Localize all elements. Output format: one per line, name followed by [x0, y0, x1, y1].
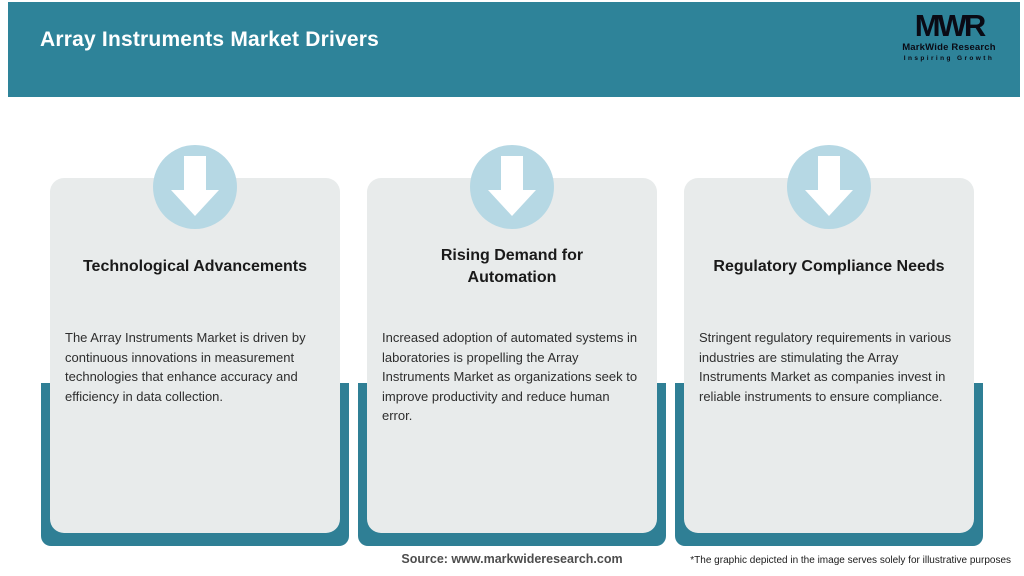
page-title: Array Instruments Market Drivers — [40, 28, 380, 51]
card-body: Stringent regulatory requirements in var… — [699, 330, 952, 404]
header-banner: Array Instruments Market Drivers MWR Mar… — [8, 2, 1020, 97]
source-text: Source: www.markwideresearch.com — [401, 552, 623, 566]
markwide-logo: MWR MarkWide Research Inspiring Growth — [894, 10, 1004, 62]
card-title: Technological Advancements — [82, 258, 308, 275]
card-surface: Regulatory Compliance Needs Stringent re… — [684, 178, 974, 533]
down-arrow-icon — [153, 145, 237, 229]
mwr-monogram-icon: MWR — [914, 8, 986, 43]
card-title: Regulatory Compliance Needs — [713, 258, 945, 275]
driver-card-rising-demand-for-automation: Rising Demand for Automation Increased a… — [358, 145, 666, 546]
down-arrow-icon — [470, 145, 554, 229]
logo-company-name: MarkWide Research — [902, 42, 996, 53]
card-body: The Array Instruments Market is driven b… — [65, 330, 306, 404]
card-title: Rising Demand for Automation — [440, 247, 584, 286]
driver-card-technological-advancements: Technological Advancements The Array Ins… — [41, 145, 349, 546]
driver-card-regulatory-compliance-needs: Regulatory Compliance Needs Stringent re… — [675, 145, 983, 546]
down-arrow-icon — [787, 145, 871, 229]
card-body: Increased adoption of automated systems … — [382, 330, 638, 423]
disclaimer-text: *The graphic depicted in the image serve… — [690, 555, 1011, 566]
card-surface: Technological Advancements The Array Ins… — [50, 178, 340, 533]
card-surface: Rising Demand for Automation Increased a… — [367, 178, 657, 533]
logo-tagline: Inspiring Growth — [903, 54, 995, 62]
